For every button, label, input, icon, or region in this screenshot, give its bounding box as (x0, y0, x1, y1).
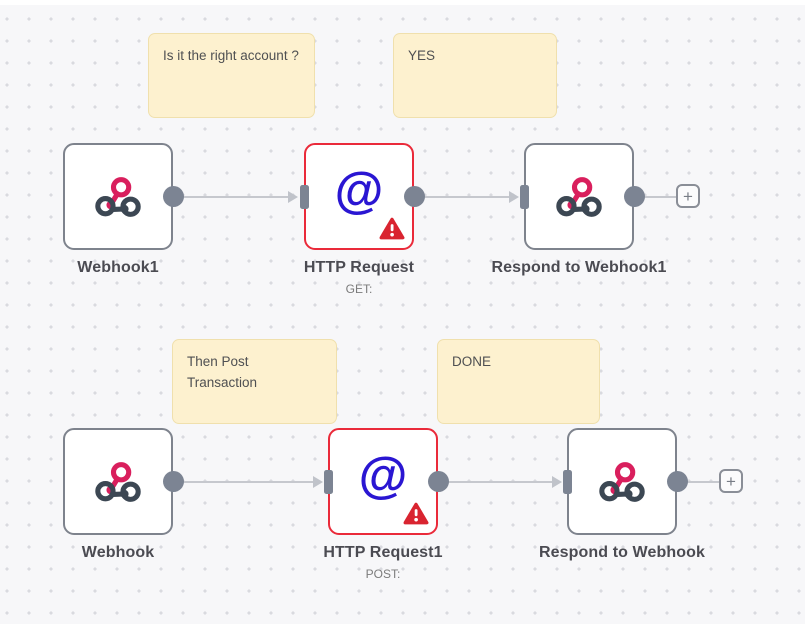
node-http-request[interactable]: @ (304, 143, 414, 250)
connection-arrowhead-icon (509, 190, 519, 203)
webhook-icon (94, 175, 142, 219)
node-subtitle: POST: (365, 567, 401, 581)
node-http-request1[interactable]: @ (328, 428, 438, 535)
input-port[interactable] (562, 469, 572, 494)
node-label: Respond to Webhook1 (491, 259, 667, 276)
webhook-icon (598, 460, 646, 504)
sticky-note-right-account[interactable]: Is it the right account ? (148, 33, 315, 118)
node-webhook[interactable] (63, 428, 173, 535)
sticky-note-then-post[interactable]: Then Post Transaction (172, 339, 337, 424)
node-label: Webhook (81, 544, 155, 561)
http-request-icon: @ (334, 161, 384, 218)
output-port[interactable] (666, 471, 688, 492)
sticky-note-yes[interactable]: YES (393, 33, 557, 118)
output-port[interactable] (623, 186, 645, 207)
connection-arrowhead-icon (288, 190, 298, 203)
node-label: HTTP Request (303, 259, 415, 276)
node-subtitle: GET: (345, 282, 373, 296)
add-node-button[interactable]: + (719, 469, 743, 493)
canvas-bottom-edge (0, 624, 805, 631)
output-port[interactable] (162, 186, 184, 207)
error-warning-icon (379, 217, 405, 240)
node-label: Webhook1 (77, 259, 159, 276)
webhook-icon (555, 175, 603, 219)
node-respond-to-webhook1[interactable] (524, 143, 634, 250)
connection-arrowhead-icon (552, 475, 562, 488)
plus-icon: + (683, 186, 693, 206)
output-port[interactable] (427, 471, 449, 492)
output-port[interactable] (403, 186, 425, 207)
node-webhook1[interactable] (63, 143, 173, 250)
output-port[interactable] (162, 471, 184, 492)
error-warning-icon (403, 502, 429, 525)
add-node-button[interactable]: + (676, 184, 700, 208)
node-label: Respond to Webhook (539, 544, 705, 561)
node-respond-to-webhook[interactable] (567, 428, 677, 535)
webhook-icon (94, 460, 142, 504)
plus-icon: + (726, 471, 736, 491)
sticky-note-done[interactable]: DONE (437, 339, 600, 424)
connection-line[interactable] (634, 195, 678, 198)
canvas-top-edge (0, 0, 805, 5)
connection-arrowhead-icon (313, 475, 323, 488)
connection-line[interactable] (173, 480, 313, 483)
input-port[interactable] (519, 184, 529, 209)
connection-line[interactable] (677, 480, 721, 483)
node-label: HTTP Request1 (323, 544, 443, 561)
connection-line[interactable] (414, 195, 509, 198)
input-port[interactable] (323, 469, 333, 494)
connection-line[interactable] (438, 480, 552, 483)
input-port[interactable] (299, 184, 309, 209)
http-request-icon: @ (358, 446, 408, 503)
connection-line[interactable] (173, 195, 293, 198)
